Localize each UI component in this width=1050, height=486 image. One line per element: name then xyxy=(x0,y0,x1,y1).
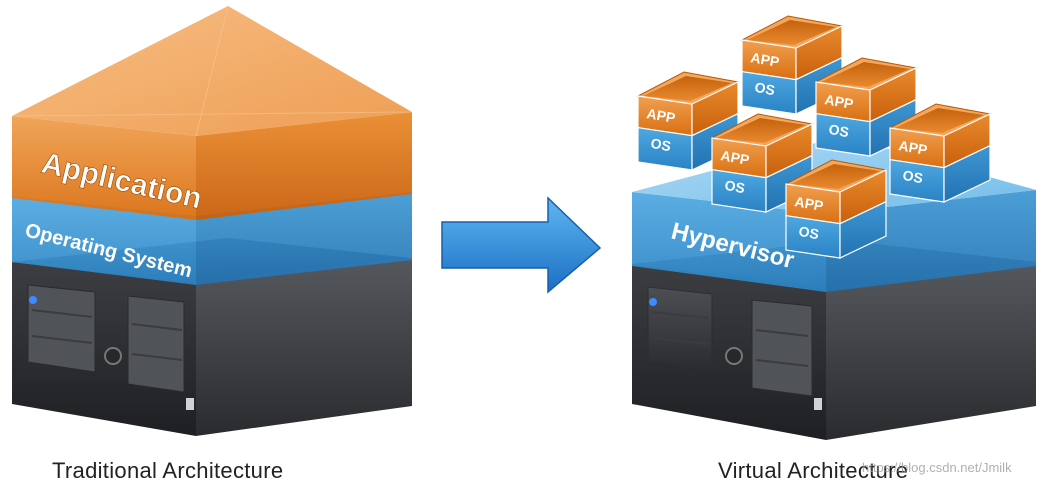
vm-os-label: OS xyxy=(723,177,746,196)
power-led-icon xyxy=(29,296,37,304)
vm-app-label: APP xyxy=(719,147,750,168)
vm-cube: APP OS xyxy=(784,159,888,259)
vm-os-label: OS xyxy=(827,121,850,140)
traditional-stack: Application Operating System xyxy=(11,5,413,436)
vm-os-label: OS xyxy=(649,135,672,154)
power-button-icon xyxy=(725,347,743,365)
vm-cube: APP OS xyxy=(710,113,814,213)
vm-app-label: APP xyxy=(749,49,780,70)
vm-os-label: OS xyxy=(901,167,924,186)
usb-port-icon xyxy=(814,398,822,410)
traditional-architecture-caption: Traditional Architecture xyxy=(52,458,284,483)
server-left xyxy=(12,238,412,436)
vm-cube: APP OS xyxy=(636,71,740,171)
vm-os-label: OS xyxy=(797,223,820,242)
usb-port-icon xyxy=(186,398,194,410)
vm-cube: APP OS xyxy=(888,103,992,203)
vm-app-label: APP xyxy=(645,105,676,126)
power-button-icon xyxy=(104,347,122,365)
watermark-text: https://blog.csdn.net/Jmilk xyxy=(862,460,1012,475)
virtual-architecture-caption: Virtual Architecture xyxy=(718,458,909,483)
os-layer xyxy=(12,192,412,285)
vm-cube: APP OS xyxy=(814,57,918,157)
vm-app-label: APP xyxy=(823,91,854,112)
application-layer xyxy=(11,5,413,220)
transition-arrow-icon xyxy=(441,196,602,294)
vm-group: APP OS APP OS APP OS APP OS APP OS APP OS xyxy=(636,15,992,259)
vm-app-label: APP xyxy=(897,137,928,158)
vm-app-label: APP xyxy=(793,193,824,214)
vm-os-label: OS xyxy=(753,79,776,98)
virtual-stack: Hypervisor APPOSAPPOSAPPOSAPPOSAPPOSAPPO… xyxy=(632,15,1036,440)
power-led-icon xyxy=(649,298,657,306)
